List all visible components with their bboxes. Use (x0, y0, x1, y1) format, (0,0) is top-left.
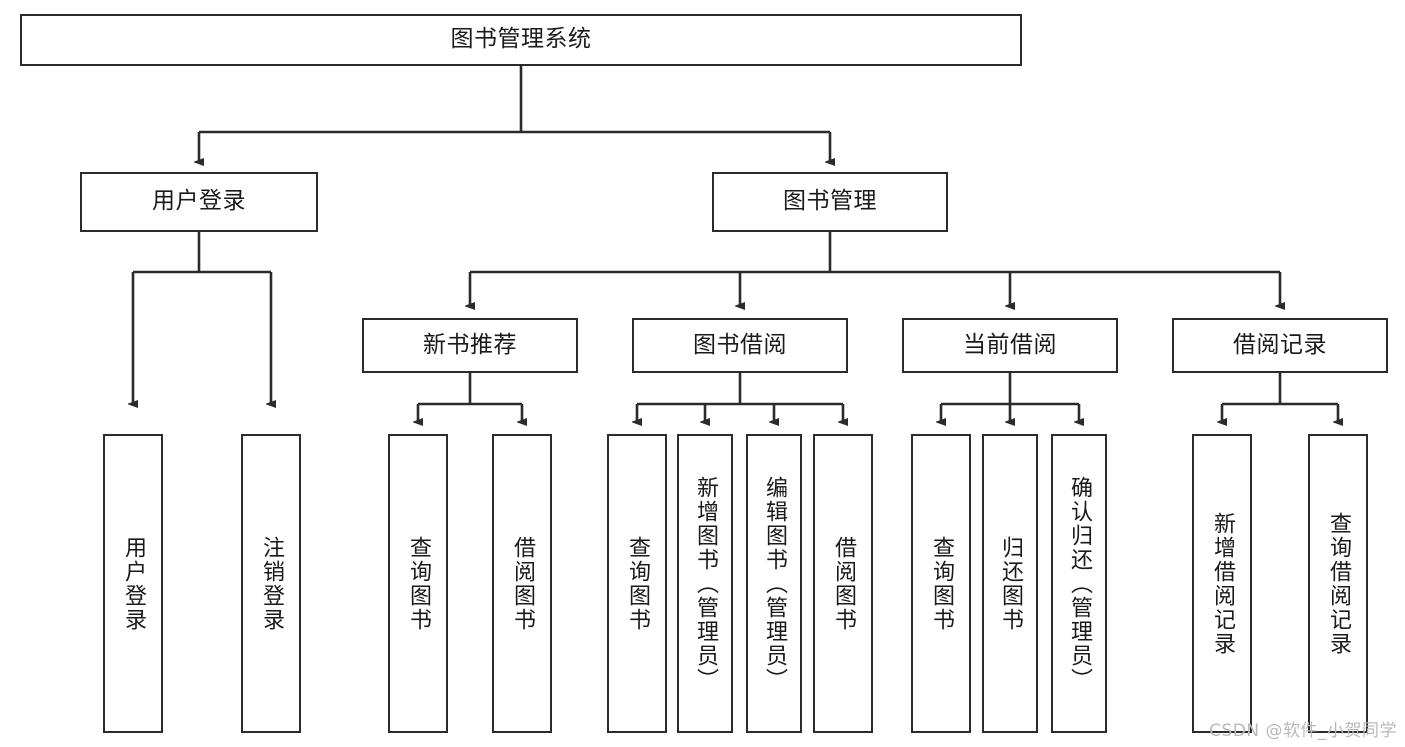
node-label: 用户登录 (152, 188, 246, 215)
node-book-borrow[interactable]: 图书借阅 (632, 318, 848, 373)
node-current-borrow[interactable]: 当前借阅 (902, 318, 1118, 373)
leaf-query-borrow-record[interactable]: 查询借阅记录 (1308, 434, 1368, 733)
node-root-book-management-system[interactable]: 图书管理系统 (20, 14, 1022, 66)
node-label: 图书借阅 (693, 331, 787, 358)
node-label: 编辑图书（管理员） (762, 475, 787, 692)
node-label: 注销登录 (259, 535, 284, 632)
node-label: 借阅图书 (510, 535, 535, 632)
node-label: 新增借阅记录 (1210, 511, 1235, 656)
node-label: 借阅记录 (1233, 331, 1327, 358)
node-label: 借阅图书 (831, 535, 856, 632)
leaf-query-book-recommend[interactable]: 查询图书 (388, 434, 448, 733)
leaf-add-book-admin[interactable]: 新增图书（管理员） (677, 434, 733, 733)
leaf-add-borrow-record[interactable]: 新增借阅记录 (1192, 434, 1252, 733)
node-label: 图书管理 (783, 188, 877, 215)
node-label: 查询借阅记录 (1326, 511, 1351, 656)
node-new-book-recommend[interactable]: 新书推荐 (362, 318, 578, 373)
leaf-edit-book-admin[interactable]: 编辑图书（管理员） (746, 434, 802, 733)
leaf-return-book[interactable]: 归还图书 (982, 434, 1038, 733)
node-label: 查询图书 (406, 535, 431, 632)
node-label: 新书推荐 (423, 331, 517, 358)
leaf-confirm-return-admin[interactable]: 确认归还（管理员） (1051, 434, 1107, 733)
node-label: 用户登录 (121, 535, 146, 632)
csdn-watermark: CSDN @软件_小贺同学 (1209, 721, 1397, 741)
node-borrow-record[interactable]: 借阅记录 (1172, 318, 1388, 373)
node-user-login[interactable]: 用户登录 (80, 172, 318, 232)
node-label: 查询图书 (929, 535, 954, 632)
node-book-management[interactable]: 图书管理 (712, 172, 948, 232)
node-label: 图书管理系统 (450, 26, 592, 53)
node-label: 确认归还（管理员） (1067, 475, 1092, 692)
leaf-borrow-book-recommend[interactable]: 借阅图书 (492, 434, 552, 733)
leaf-query-book-borrow[interactable]: 查询图书 (607, 434, 667, 733)
leaf-query-book-current[interactable]: 查询图书 (911, 434, 971, 733)
node-label: 查询图书 (625, 535, 650, 632)
leaf-borrow-book[interactable]: 借阅图书 (813, 434, 873, 733)
node-label: 新增图书（管理员） (693, 475, 718, 692)
leaf-user-login[interactable]: 用户登录 (103, 434, 163, 733)
node-label: 当前借阅 (963, 331, 1057, 358)
node-label: 归还图书 (998, 535, 1023, 632)
leaf-logout[interactable]: 注销登录 (241, 434, 301, 733)
